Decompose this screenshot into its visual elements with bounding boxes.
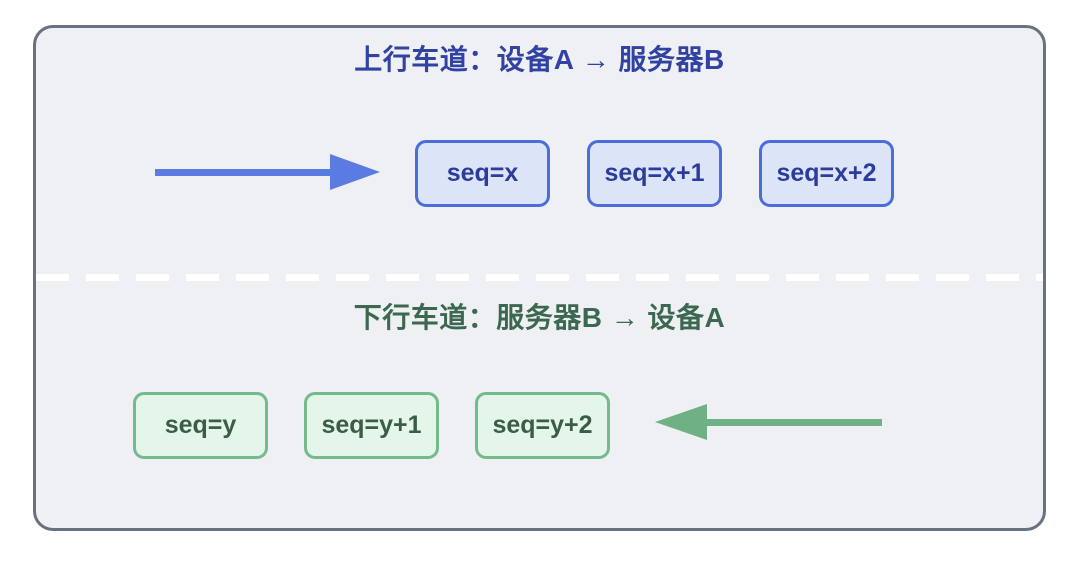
uplink-packet-row: seq=x seq=x+1 seq=x+2 — [415, 140, 894, 207]
packet-seq-x: seq=x — [415, 140, 550, 207]
uplink-lane-title: 上行车道：设备A → 服务器B — [354, 44, 725, 75]
packet-label: seq=y+2 — [492, 411, 593, 439]
downlink-arrow-head — [655, 404, 707, 440]
downlink-lane-title: 下行车道：服务器B → 设备A — [353, 302, 726, 333]
downlink-packet-row: seq=y seq=y+1 seq=y+2 — [133, 392, 610, 459]
uplink-direction-arrow-icon — [155, 154, 380, 190]
packet-seq-y2: seq=y+2 — [475, 392, 610, 459]
packet-label: seq=x — [446, 159, 519, 187]
uplink-arrow-shaft — [155, 168, 330, 176]
packet-label: seq=y+1 — [321, 411, 422, 439]
packet-seq-x2: seq=x+2 — [759, 140, 894, 207]
lane-divider-dashed-line — [36, 274, 1043, 281]
packet-label: seq=y — [164, 411, 237, 439]
packet-label: seq=x+2 — [776, 159, 877, 187]
downlink-arrow-shaft — [707, 418, 882, 426]
tcp-two-lane-diagram: 上行车道：设备A → 服务器B seq=x seq=x+1 seq=x+2 下行… — [33, 25, 1046, 531]
packet-seq-y1: seq=y+1 — [304, 392, 439, 459]
downlink-direction-arrow-icon — [655, 404, 882, 440]
packet-seq-x1: seq=x+1 — [587, 140, 722, 207]
packet-label: seq=x+1 — [604, 159, 705, 187]
uplink-arrow-head — [330, 154, 380, 190]
packet-seq-y: seq=y — [133, 392, 268, 459]
